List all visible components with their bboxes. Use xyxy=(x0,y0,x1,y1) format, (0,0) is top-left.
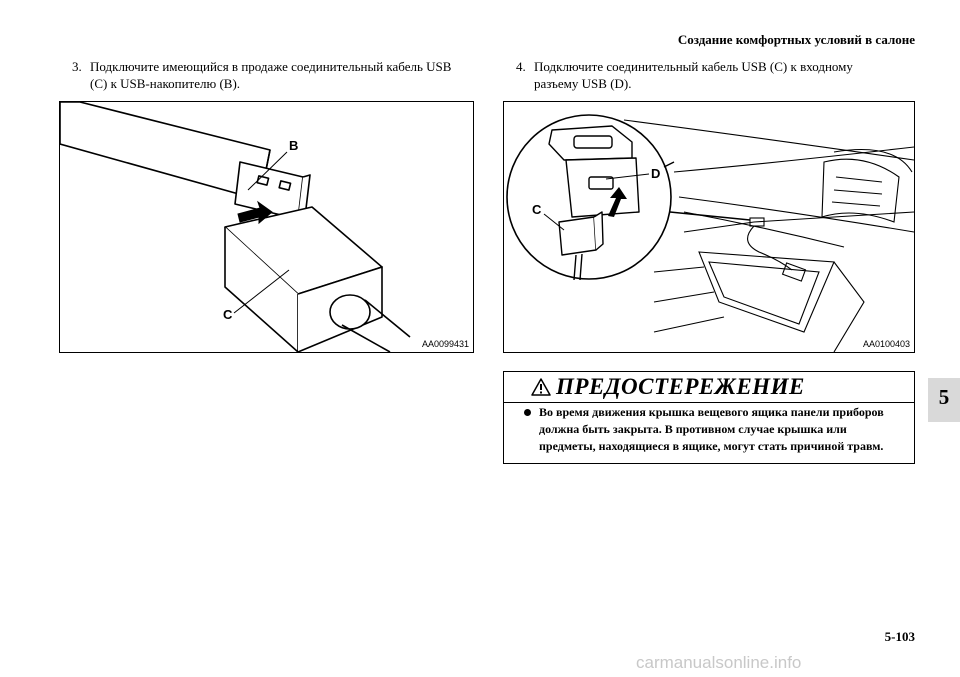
figure-glovebox-usb: D C AA0100403 xyxy=(503,101,915,353)
step-3: 3. Подключите имеющийся в продаже соедин… xyxy=(72,58,492,94)
step-text: Подключите имеющийся в продаже соедините… xyxy=(90,58,451,92)
glovebox-usb-illustration xyxy=(506,114,914,352)
warning-header: ПРЕДОСТЕРЕЖЕНИЕ xyxy=(504,372,914,403)
section-title: Создание комфортных условий в салоне xyxy=(677,32,915,47)
warning-text-line: предметы, находящиеся в ящике, могут ста… xyxy=(539,439,884,453)
warning-box: ПРЕДОСТЕРЕЖЕНИЕ Во время движения крышка… xyxy=(503,371,915,464)
warning-text: Во время движения крышка вещевого ящика … xyxy=(539,404,904,455)
step-number: 3. xyxy=(72,59,82,74)
figure-code: AA0099431 xyxy=(421,339,469,349)
step-text-line: Подключите имеющийся в продаже соедините… xyxy=(90,59,452,74)
page-number: 5-103 xyxy=(884,629,915,644)
step-text-line: разъему USB (D). xyxy=(534,76,632,91)
step-text-line: Подключите соединительный кабель USB (C)… xyxy=(534,59,853,74)
usb-drive-cable-illustration xyxy=(60,102,411,352)
warning-text-line: Во время движения крышка вещевого ящика … xyxy=(539,405,884,419)
watermark: carmanualsonline.info xyxy=(636,653,802,672)
callout-d: D xyxy=(651,166,661,181)
callout-b: B xyxy=(289,138,299,153)
bullet-icon xyxy=(524,409,531,416)
chapter-number: 5 xyxy=(938,385,950,409)
chapter-tab: 5 xyxy=(928,378,960,422)
step-number: 4. xyxy=(516,59,526,74)
callout-c: C xyxy=(532,202,542,217)
step-text-line: (C) к USB-накопителю (B). xyxy=(90,76,241,91)
warning-title: ПРЕДОСТЕРЕЖЕНИЕ xyxy=(556,374,805,399)
figure-usb-drive-cable: B C AA0099431 xyxy=(59,101,474,353)
figure-code: AA0100403 xyxy=(862,339,910,349)
step-4: 4. Подключите соединительный кабель USB … xyxy=(516,58,916,94)
warning-text-line: должна быть закрыта. В противном случае … xyxy=(539,422,847,436)
callout-c: C xyxy=(223,307,233,322)
step-text: Подключите соединительный кабель USB (C)… xyxy=(534,58,853,92)
warning-triangle-icon xyxy=(531,378,551,396)
